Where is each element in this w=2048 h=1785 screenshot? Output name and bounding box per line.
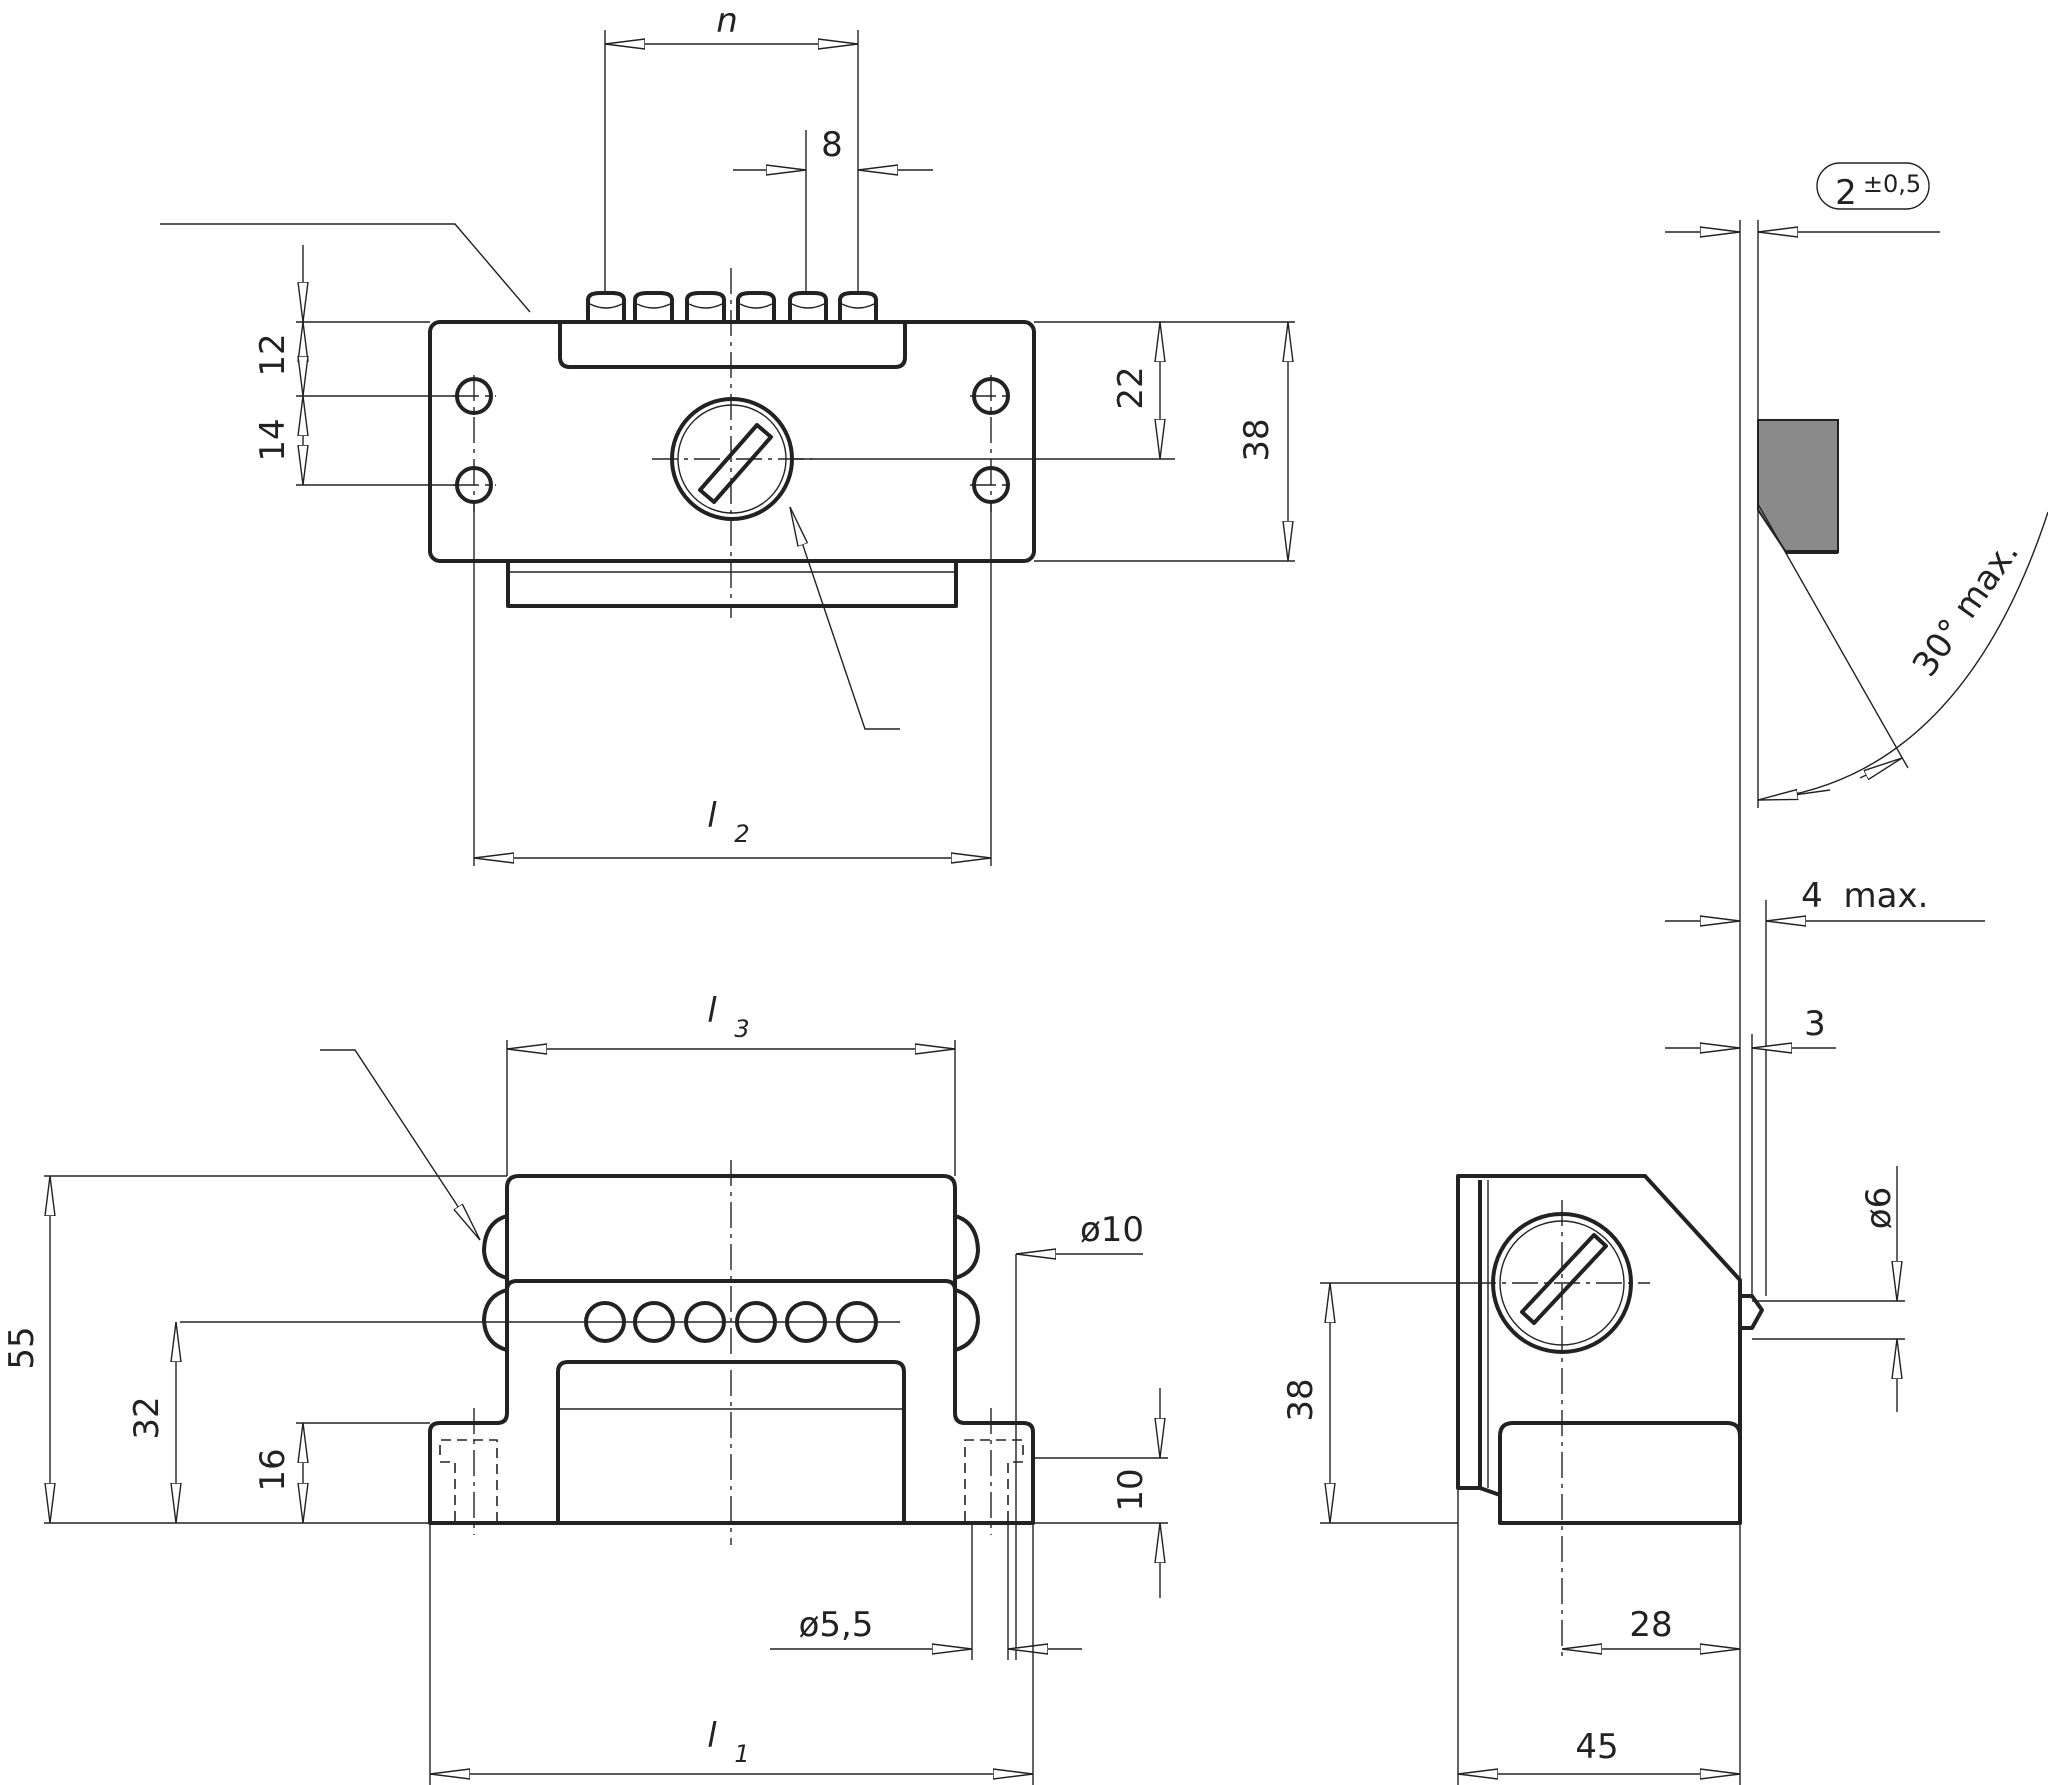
dim-4-max-label: max. — [1844, 876, 1929, 916]
dim-3-label: 3 — [1804, 1004, 1826, 1044]
bottom-inner-step — [505, 1279, 957, 1298]
tolerance-box — [1816, 162, 1930, 210]
side-pin — [1740, 1294, 1764, 1330]
bottom-leader — [320, 1049, 480, 1240]
dim-d10-label: ø10 — [1080, 1210, 1144, 1250]
dim-l1-label: l — [707, 1716, 717, 1756]
dim-tol-base: 2 — [1835, 173, 1857, 213]
side-angle-arc — [1757, 511, 2048, 801]
front-channel — [558, 322, 907, 369]
bottom-body-outline — [428, 1174, 1035, 1525]
dim-14-label: 14 — [253, 418, 293, 461]
dim-l3-subscript: 3 — [734, 1015, 749, 1043]
dim-10-label: 10 — [1111, 1468, 1151, 1511]
front-leader-screw — [790, 507, 900, 730]
dim-32-label: 32 — [127, 1396, 167, 1439]
front-body-outline — [428, 320, 1036, 563]
dim-n-label: n — [716, 1, 738, 41]
dim-l1-subscript: 1 — [734, 1740, 749, 1768]
front-leader-left — [160, 223, 531, 313]
dim-38-label: 38 — [1237, 418, 1277, 461]
dim-4-label: 4 — [1801, 876, 1823, 916]
dim-l2-label: l — [707, 796, 717, 836]
side-body-outline — [1456, 1174, 1742, 1525]
dim-22-label: 22 — [1111, 366, 1151, 409]
dim-l2-subscript: 2 — [734, 820, 749, 848]
dim-55-label: 55 — [2, 1326, 42, 1369]
dim-d55-label: ø5,5 — [799, 1605, 874, 1645]
bottom-hidden-holes — [439, 1439, 1024, 1523]
front-screw — [670, 397, 794, 521]
dim-l3-label: l — [707, 991, 717, 1031]
dim-12-label: 12 — [253, 333, 293, 376]
front-pins — [586, 291, 878, 322]
side-base-block — [1498, 1421, 1742, 1495]
dim-8-label: 8 — [821, 125, 843, 165]
front-view: n 8 12 14 22 38 l 2 — [160, 1, 1295, 866]
side-shaded-plate — [1757, 419, 1839, 553]
dim-45-label: 45 — [1575, 1727, 1618, 1767]
dim-d6-label: ø6 — [1859, 1187, 1899, 1229]
dim-tol-label: ±0,5 — [1863, 170, 1921, 198]
side-view: 2 ±0,5 30° max. 4 max. 3 ø6 38 2 — [1281, 162, 2048, 1785]
dim-16-label: 16 — [253, 1448, 293, 1491]
dim-side-38-label: 38 — [1281, 1378, 1321, 1421]
bottom-view: l 3 55 32 16 10 ø10 ø5,5 l 1 — [2, 991, 1168, 1785]
front-rail — [506, 559, 958, 608]
bottom-side-caps — [482, 1214, 980, 1352]
dim-28-label: 28 — [1629, 1605, 1672, 1645]
